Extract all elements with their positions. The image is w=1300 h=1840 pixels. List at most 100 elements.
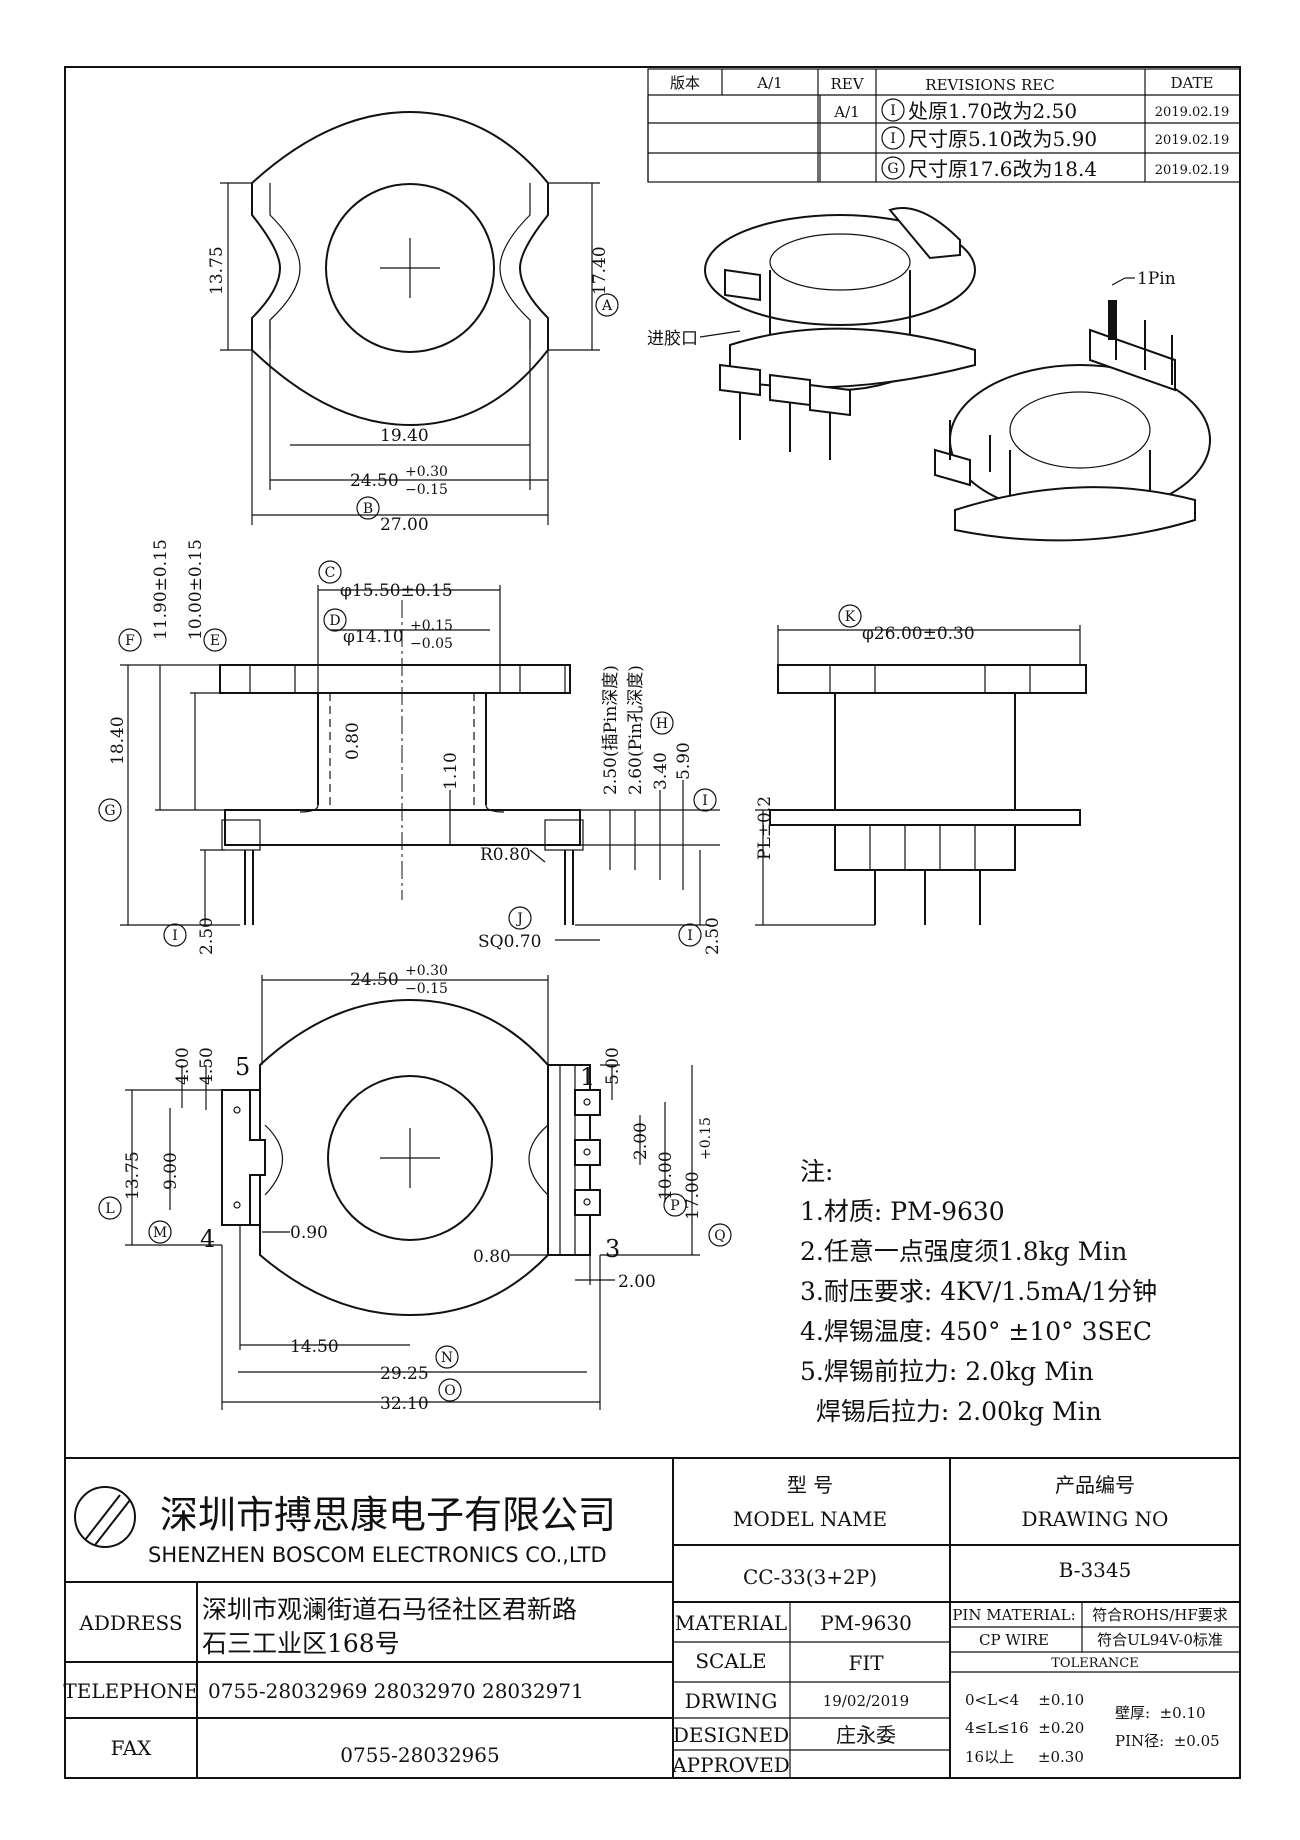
drawing-label-en: DRAWING NO <box>1022 1507 1169 1531</box>
pin-tolerance: PIN径: ±0.05 <box>1115 1732 1220 1750</box>
telephone-value: 0755-28032969 28032970 28032971 <box>208 1679 584 1703</box>
model-label-cn: 型 号 <box>787 1473 833 1497</box>
company-logo <box>74 1486 136 1548</box>
marker-b: B <box>363 501 373 517</box>
front-view: K φ26.00±0.30 PL±0.2 <box>755 604 1087 926</box>
tolerance-row-1: 0<L<4 ±0.10 <box>965 1691 1084 1709</box>
tolerance-row-2: 4≤L≤16 ±0.20 <box>965 1719 1084 1737</box>
dim-2-50-right: 2.50 <box>703 917 723 955</box>
note-5: 5.焊锡前拉力: 2.0kg Min <box>800 1357 1094 1386</box>
top-view: 13.75 17.40 A 19.40 24.50 +0.30 −0.15 B … <box>207 110 619 535</box>
marker-o: O <box>444 1383 455 1399</box>
marker-n: N <box>441 1350 453 1366</box>
revision-marker: I <box>890 103 896 119</box>
approved-label: APPROVED <box>671 1753 790 1777</box>
label-1pin: 1Pin <box>1137 269 1176 289</box>
revision-date: 2019.02.19 <box>1155 105 1229 120</box>
dim-2-50-pin-depth: 2.50(插Pin深度) <box>601 665 621 795</box>
marker-l: L <box>105 1201 114 1217</box>
dim-17-40: 17.40 <box>590 246 610 295</box>
designed-label: DESIGNED <box>673 1723 789 1747</box>
dim-17-00: 17.00 <box>683 1171 703 1220</box>
version-value: A/1 <box>756 74 782 92</box>
dim-18-40: 18.40 <box>108 716 128 765</box>
drawing-date: 19/02/2019 <box>823 1692 909 1710</box>
dim-19-40: 19.40 <box>380 426 429 446</box>
dim-24-50-tol-minus: −0.15 <box>405 482 448 498</box>
dim-10-00-bottom: 10.00 <box>656 1151 676 1200</box>
dim-11-90: 11.90±0.15 <box>151 539 171 640</box>
dim-14-10: φ14.10 <box>343 627 404 647</box>
revision-date: 2019.02.19 <box>1155 133 1229 148</box>
dim-2-50-left: 2.50 <box>197 917 217 955</box>
records-header: REVISIONS REC <box>925 76 1054 94</box>
dim-0-80: 0.80 <box>343 722 363 760</box>
dim-bottom-24-50-tol-plus: +0.30 <box>405 963 448 979</box>
marker-j: J <box>515 911 523 927</box>
notes: 注: 1.材质: PM-9630 2.任意一点强度须1.8kg Min 3.耐压… <box>800 1157 1157 1426</box>
material-label: MATERIAL <box>675 1611 787 1635</box>
fax-label: FAX <box>111 1736 153 1760</box>
note-6: 焊锡后拉力: 2.00kg Min <box>800 1397 1102 1426</box>
revision-table: 版本 A/1 REV REVISIONS REC DATE A/1 I 处原1.… <box>647 68 1241 183</box>
dim-24-50-tol-plus: +0.30 <box>405 464 448 480</box>
marker-g: G <box>104 803 115 819</box>
marker-h: H <box>656 716 668 732</box>
material-value: PM-9630 <box>820 1611 912 1635</box>
marker-f: F <box>125 633 135 649</box>
dim-32-10: 32.10 <box>380 1394 429 1414</box>
label-gate: 进胶口 <box>647 329 698 349</box>
isometric-view-top: 进胶口 <box>647 207 976 460</box>
cp-wire-value: 符合UL94V-0标准 <box>1097 1631 1223 1649</box>
company-name-en: SHENZHEN BOSCOM ELECTRONICS CO.,LTD <box>148 1543 607 1567</box>
model-value: CC-33(3+2P) <box>743 1565 877 1589</box>
marker-a: A <box>601 298 613 314</box>
dim-9-00: 9.00 <box>161 1152 181 1190</box>
marker-i-2: I <box>702 793 708 809</box>
title-block: 深圳市搏思康电子有限公司 SHENZHEN BOSCOM ELECTRONICS… <box>63 1457 1240 1778</box>
isometric-view-bottom: 1Pin <box>934 269 1211 542</box>
note-4: 4.焊锡温度: 450° ±10° 3SEC <box>800 1317 1152 1346</box>
dim-4-50: 4.50 <box>197 1047 217 1085</box>
dim-1-10: 1.10 <box>441 752 461 790</box>
side-view: 18.40 G 11.90±0.15 F 10.00±0.15 E 2.50 I… <box>98 539 723 955</box>
revision-date: 2019.02.19 <box>1155 163 1229 178</box>
marker-e: E <box>210 633 220 649</box>
tolerance-row-3: 16以上 ±0.30 <box>965 1748 1084 1766</box>
drawing-border <box>64 66 1241 1779</box>
tolerance-label: TOLERANCE <box>1051 1656 1138 1671</box>
dim-sq-0-70: SQ0.70 <box>478 932 541 952</box>
dim-14-50: 14.50 <box>290 1337 339 1357</box>
marker-p: P <box>670 1198 679 1214</box>
scale-label: SCALE <box>695 1649 766 1673</box>
company-name-cn: 深圳市搏思康电子有限公司 <box>160 1493 616 1537</box>
dim-15-50: φ15.50±0.15 <box>340 581 453 601</box>
scale-value: FIT <box>848 1651 884 1675</box>
dim-27-00: 27.00 <box>380 515 429 535</box>
dim-13-75: 13.75 <box>207 246 227 295</box>
note-2: 2.任意一点强度须1.8kg Min <box>800 1237 1127 1266</box>
marker-i-3: I <box>687 928 693 944</box>
note-3: 3.耐压要求: 4KV/1.5mA/1分钟 <box>800 1277 1157 1306</box>
date-header: DATE <box>1171 74 1214 92</box>
version-label: 版本 <box>670 74 700 92</box>
dim-2-60-hole-depth: 2.60(Pin孔深度) <box>626 665 646 795</box>
revision-marker: G <box>887 161 898 177</box>
dim-2-00-bottom: 2.00 <box>618 1272 656 1292</box>
rev-header: REV <box>830 75 864 93</box>
dim-26-00: φ26.00±0.30 <box>862 624 975 644</box>
pin-3: 3 <box>605 1235 620 1263</box>
dim-29-25: 29.25 <box>380 1364 429 1384</box>
drawing-by-label: DRWING <box>685 1689 778 1713</box>
dim-pl: PL±0.2 <box>755 796 775 860</box>
rev-value: A/1 <box>833 103 859 121</box>
dim-4-00: 4.00 <box>173 1047 193 1085</box>
cp-wire-label: CP WIRE <box>979 1631 1049 1649</box>
wall-tolerance: 壁厚: ±0.10 <box>1115 1704 1206 1722</box>
pin-material-label: PIN MATERIAL: <box>952 1606 1075 1624</box>
dim-2-00-right: 2.00 <box>631 1122 651 1160</box>
marker-i: I <box>172 928 178 944</box>
note-1: 1.材质: PM-9630 <box>800 1197 1005 1226</box>
dim-17-00-tol-plus: +0.15 <box>698 1117 714 1160</box>
notes-title: 注: <box>800 1157 833 1186</box>
